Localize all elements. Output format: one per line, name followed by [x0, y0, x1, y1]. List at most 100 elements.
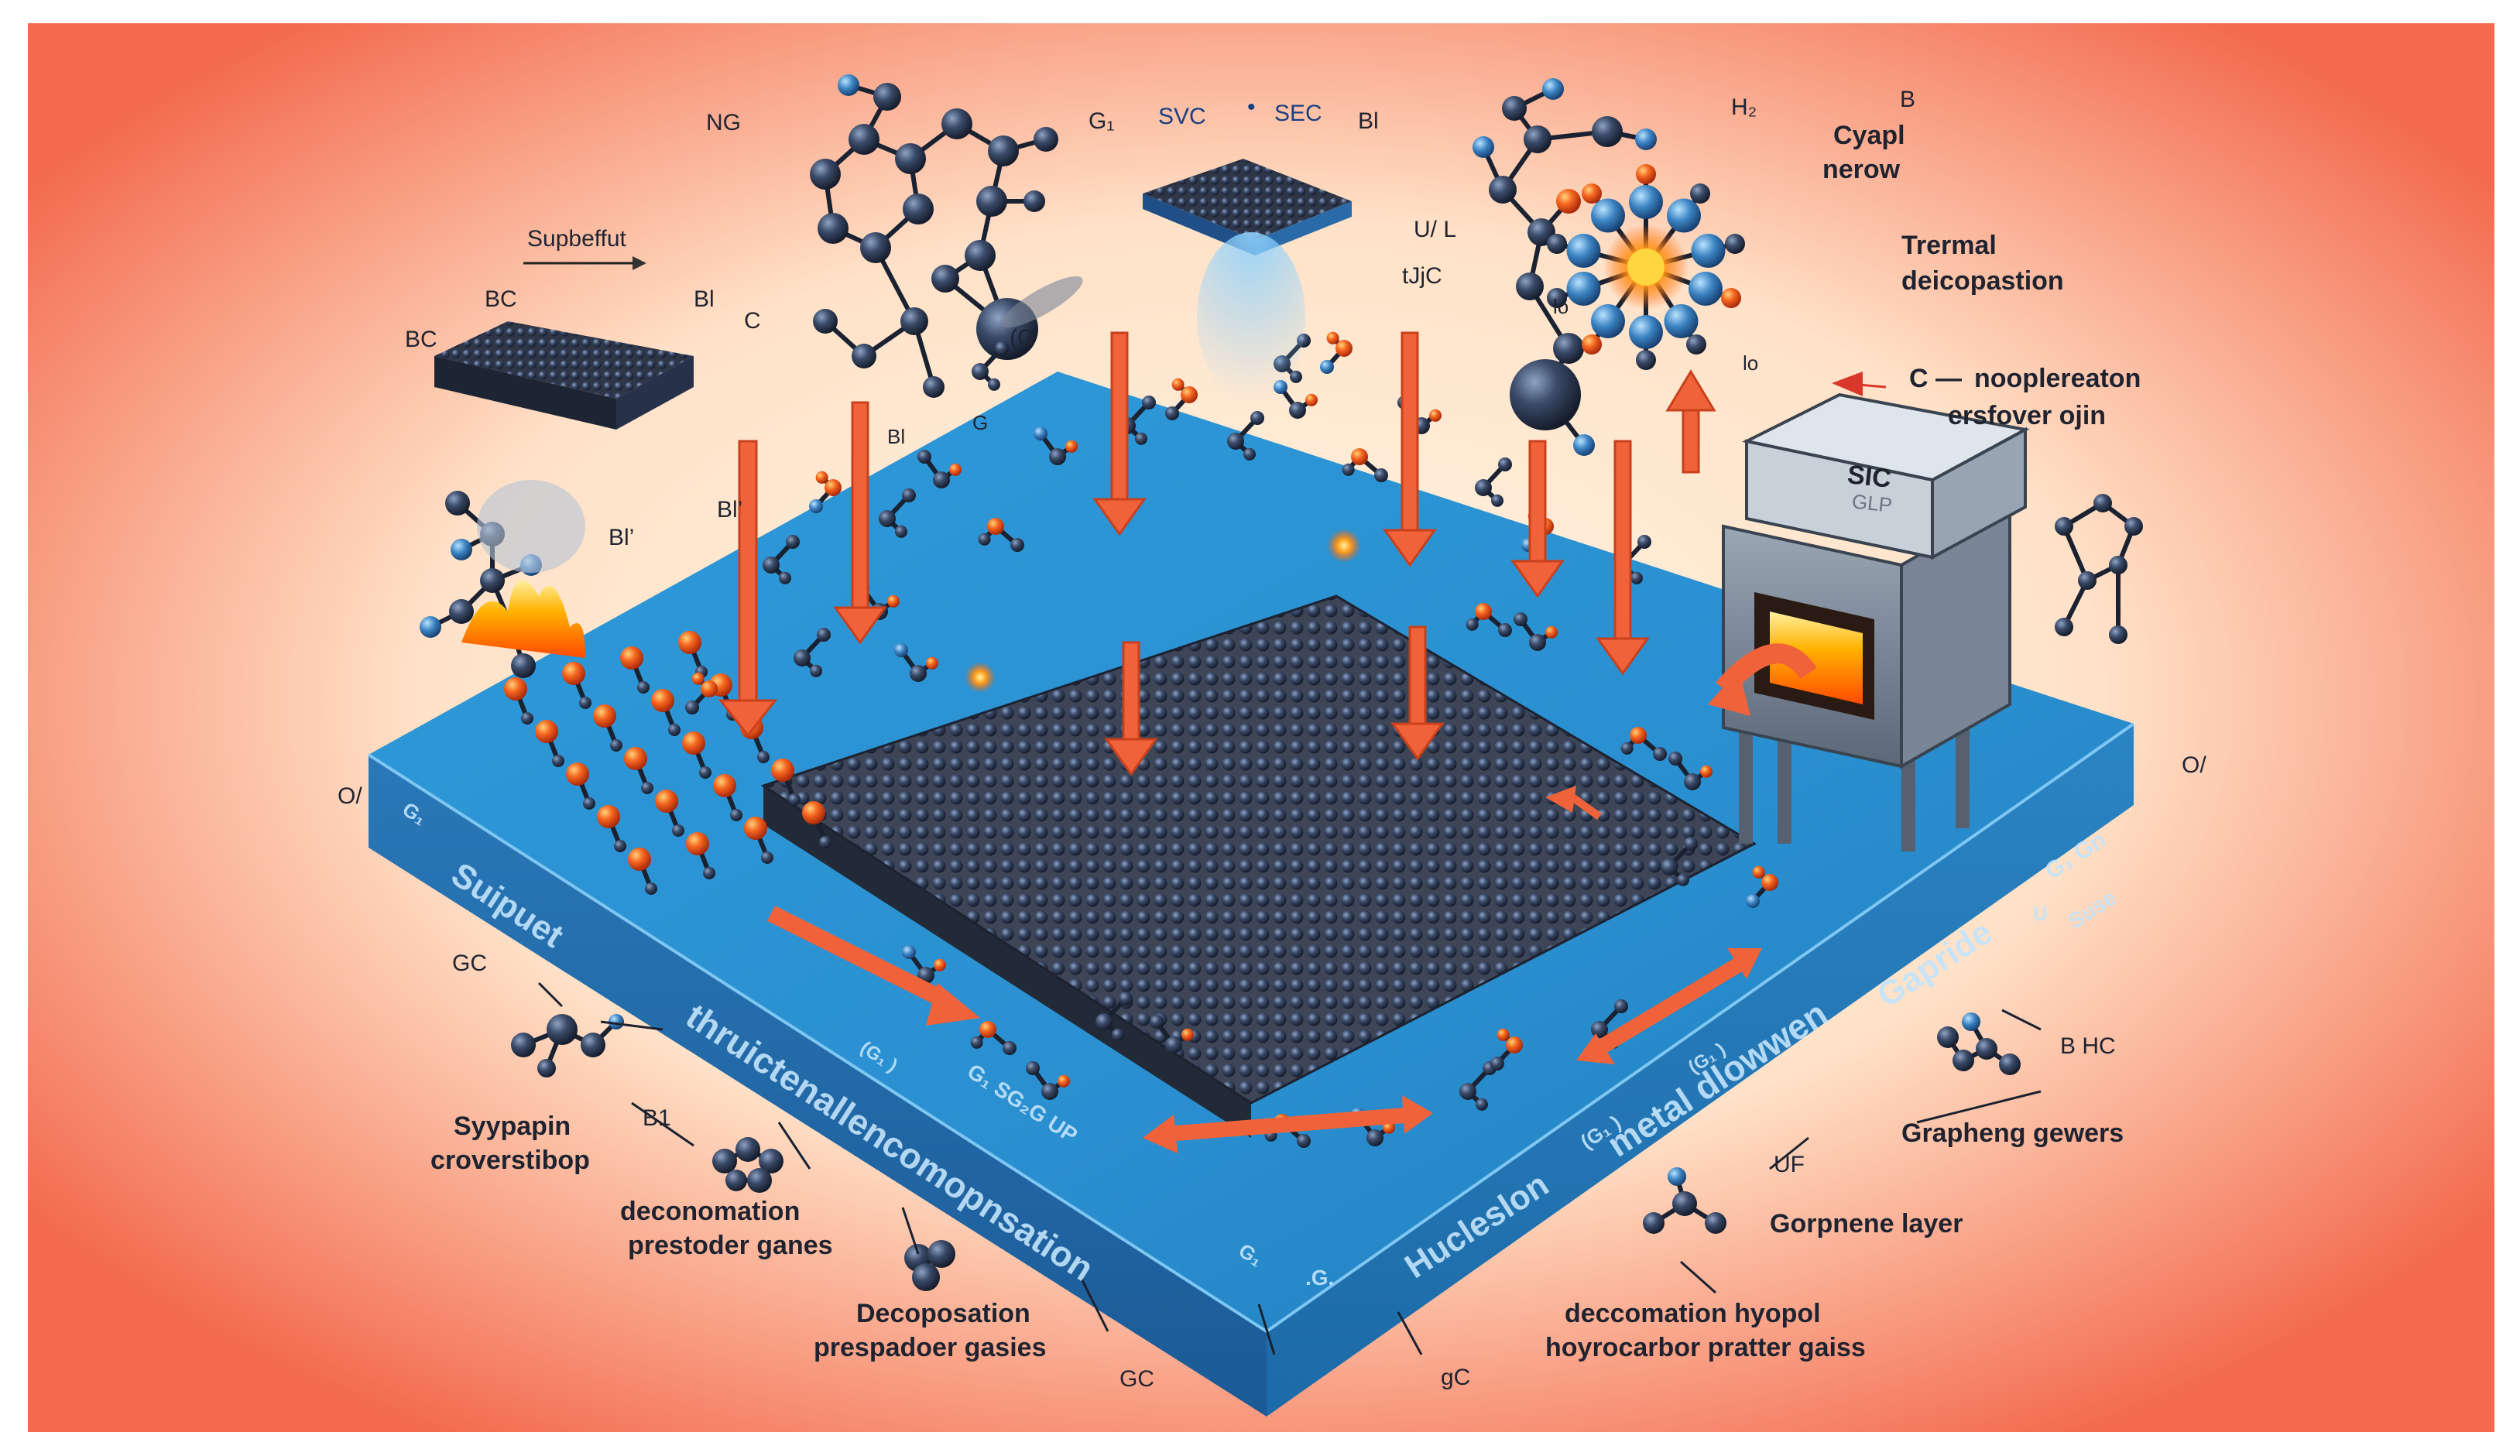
label-hoyrocarbor: hoyrocarbor pratter gaiss	[1545, 1333, 1866, 1363]
carbon-atom	[1621, 742, 1634, 755]
label-syypapin: Syypapin	[454, 1112, 571, 1142]
oxygen-atom	[686, 832, 709, 855]
oxygen-atom	[1305, 394, 1318, 406]
carbon-atom	[579, 697, 591, 709]
oxygen-atom	[1327, 332, 1339, 344]
label-bl-surface: Bl’	[717, 497, 742, 524]
carbon-atom	[1643, 1212, 1665, 1234]
hydrogen-atom	[838, 74, 859, 96]
label-top-gi: G₁	[1089, 108, 1114, 135]
carbon-atom	[941, 108, 972, 139]
oxygen-atom	[816, 471, 828, 484]
carbon-atom	[547, 1014, 578, 1045]
label-thermal: Trermal	[1901, 231, 1997, 261]
label-b: B	[1900, 87, 1915, 114]
label-nerow: nerow	[1822, 155, 1900, 185]
carbon-atom	[480, 568, 505, 593]
carbon-atom	[1243, 448, 1256, 461]
oxygen-atom	[744, 817, 767, 840]
carbon-atom	[2109, 625, 2127, 644]
oxygen-atom	[1721, 288, 1741, 308]
oxygen-atom	[1181, 1029, 1194, 1041]
carbon-atom	[988, 135, 1019, 166]
carbon-atom	[1668, 752, 1682, 766]
hydrogen-atom	[894, 643, 908, 657]
label-grapheng-gewers: Grapheng gewers	[1901, 1119, 2124, 1149]
surface-label-dot-g: .G.	[1305, 1266, 1334, 1290]
carbon-atom	[1142, 396, 1156, 409]
carbon-atom	[794, 649, 811, 666]
carbon-atom	[1165, 406, 1179, 420]
carbon-atom	[725, 1170, 747, 1191]
carbon-atom	[1510, 359, 1581, 430]
oxygen-atom	[713, 774, 736, 797]
carbon-atom	[988, 379, 1000, 391]
oxygen-atom	[535, 720, 558, 743]
carbon-atom	[445, 491, 470, 516]
hydrogen-atom	[1629, 185, 1663, 219]
carbon-atom	[2078, 571, 2097, 590]
carbon-atom	[1591, 1021, 1608, 1038]
hydrogen-atom	[451, 539, 472, 560]
carbon-atom	[668, 724, 681, 736]
carbon-atom	[730, 809, 742, 821]
oxygen-atom	[597, 805, 620, 828]
label-top-svc: SVC	[1158, 104, 1206, 131]
hydrogen-atom	[609, 1014, 624, 1029]
carbon-atom	[965, 240, 996, 271]
carbon-atom	[971, 1036, 983, 1049]
hydrogen-atom	[1746, 894, 1760, 908]
label-top-sec: SEC	[1274, 101, 1322, 128]
carbon-atom	[1476, 1098, 1488, 1111]
carbon-atom	[1690, 183, 1710, 204]
carbon-atom	[1049, 448, 1066, 465]
oxygen-atom	[1058, 1075, 1070, 1088]
oxygen-atom	[1753, 866, 1765, 879]
carbon-atom	[747, 1168, 772, 1193]
oxygen-atom	[562, 662, 585, 685]
carbon-atom	[979, 533, 991, 546]
carbon-atom	[912, 1263, 940, 1291]
label-o-left: O/	[338, 783, 362, 810]
carbon-atom	[903, 194, 934, 224]
oxygen-atom	[624, 747, 647, 770]
carbon-atom	[786, 535, 800, 549]
carbon-atom	[1003, 1041, 1017, 1055]
oxygen-atom	[1545, 626, 1558, 639]
carbon-atom	[1034, 127, 1058, 152]
oxygen-atom	[1556, 189, 1581, 214]
carbon-atom	[1529, 634, 1546, 651]
carbon-atom	[1725, 234, 1745, 254]
carbon-atom	[819, 836, 831, 848]
carbon-atom	[976, 186, 1007, 217]
carbon-atom	[645, 882, 657, 895]
label-prespadoer-gasies: prespadoer gasies	[814, 1333, 1046, 1363]
label-tjc: tJjC	[1402, 263, 1442, 290]
carbon-atom	[757, 751, 770, 763]
carbon-atom	[1686, 334, 1706, 355]
label-deconomation: deconomation	[620, 1197, 800, 1227]
carbon-atom	[1026, 1061, 1040, 1075]
oxygen-atom	[682, 731, 705, 755]
cvd-process-illustration	[28, 23, 2494, 1432]
oxygen-atom	[1761, 874, 1778, 891]
carbon-atom	[761, 851, 773, 864]
oxygen-atom	[1351, 448, 1368, 465]
carbon-atom	[703, 867, 715, 879]
carbon-atom	[537, 1059, 556, 1077]
carbon-atom	[1630, 572, 1643, 584]
carbon-atom	[2124, 517, 2143, 536]
oxygen-atom	[987, 518, 1004, 535]
carbon-atom	[511, 653, 536, 678]
hydrogen-atom	[1689, 272, 1723, 306]
label-io-1: lo	[1553, 296, 1569, 319]
label-o-right: O/	[2182, 752, 2206, 779]
hydrogen-atom	[1034, 427, 1047, 440]
label-sic-sub: GLP	[1851, 490, 1894, 517]
carbon-atom	[895, 526, 907, 538]
hydrogen-atom	[1665, 304, 1699, 338]
carbon-atom	[900, 307, 928, 335]
label-gc-bottom-1: GC	[1119, 1366, 1154, 1393]
oxygen-atom	[701, 680, 718, 697]
hydrogen-atom	[1542, 78, 1564, 100]
